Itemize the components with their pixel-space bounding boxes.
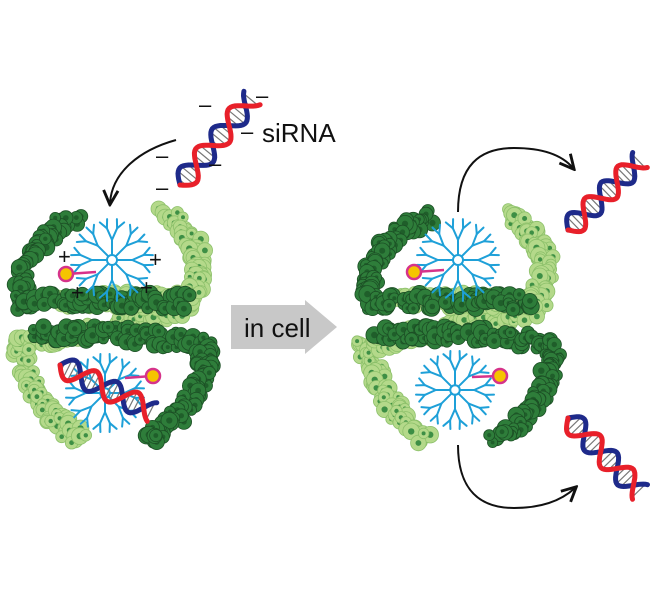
charge-minus-sign: – (241, 119, 254, 144)
dendrimer-icon (416, 218, 500, 302)
charge-plus-sign: + (140, 275, 153, 300)
sirna-helix-icon (563, 414, 650, 502)
polymer-arms-right (351, 203, 567, 452)
polymer-arm-light (351, 336, 439, 452)
dendrimer-icon (70, 218, 154, 302)
charge-minus-sign: – (199, 92, 212, 117)
arrow-icon (457, 146, 573, 213)
charge-minus-sign: – (156, 143, 169, 168)
charge-minus-sign: – (256, 83, 269, 108)
sirna-helix-icon (57, 357, 160, 424)
complex-left: + + + + (5, 200, 221, 450)
linker-left-bottom (124, 367, 162, 385)
polymer-arms-left (5, 200, 221, 450)
polymer-arm-dark (137, 338, 221, 450)
charge-plus-sign: + (71, 280, 84, 305)
charge-minus-sign: – (156, 175, 169, 200)
dendrimers-left (65, 218, 154, 433)
dendrimers-right (415, 218, 500, 430)
sirna-label: siRNA (262, 118, 336, 148)
polymer-arm-light (502, 203, 561, 314)
polymer-arm-dark (483, 333, 567, 448)
in-cell-arrow: in cell (231, 300, 337, 354)
dendrimer-icon (415, 350, 495, 430)
linker-right-bottom (471, 367, 509, 385)
complex-right (351, 203, 567, 452)
polymer-arm-dark (354, 284, 540, 317)
linker-right-top (405, 263, 445, 281)
arrow-icon (110, 139, 177, 203)
sirna-helix-icon (175, 88, 263, 188)
polymer-arm-dark (9, 284, 197, 317)
charge-plus-sign: + (149, 247, 162, 272)
in-cell-label: in cell (244, 313, 310, 343)
sirna-helix-icon (564, 150, 650, 235)
polymer-arm-dark (27, 318, 218, 360)
charge-plus-sign: + (58, 244, 71, 269)
charge-minus-sign: – (209, 151, 222, 176)
arrow-icon (457, 444, 575, 510)
linker-left-top (57, 265, 97, 283)
